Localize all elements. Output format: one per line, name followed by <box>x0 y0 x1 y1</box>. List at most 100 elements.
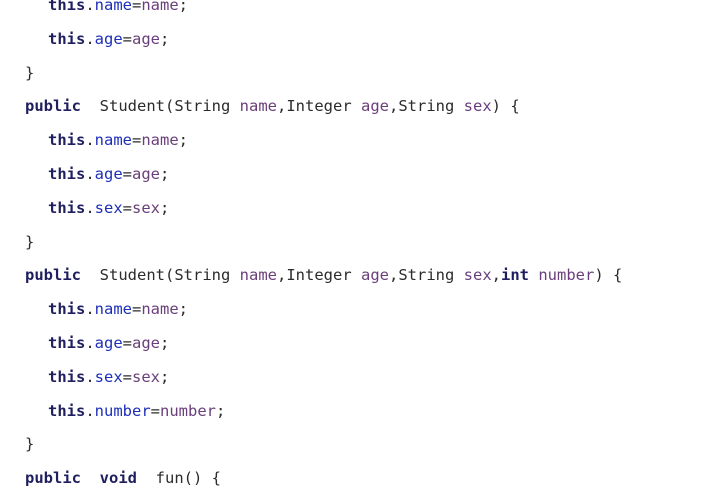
code-text: } <box>25 63 35 82</box>
code-text: , <box>388 266 399 285</box>
code-parameter: sex <box>463 97 492 116</box>
code-text: . <box>85 29 95 48</box>
code-parameter: age <box>132 333 161 352</box>
code-text: , <box>276 266 287 285</box>
code-text: ; <box>178 131 189 150</box>
code-keyword: this <box>48 300 86 319</box>
code-lines: this.name=name;this.age=age;}public Stud… <box>0 0 622 491</box>
code-field: name <box>94 0 132 14</box>
code-keyword: this <box>48 29 86 48</box>
code-text: ; <box>178 300 189 319</box>
code-text: . <box>85 0 95 14</box>
code-line: this.name=name; <box>0 0 622 23</box>
code-line: this.name=name; <box>0 124 622 158</box>
code-text: = <box>122 367 133 386</box>
code-parameter: sex <box>463 266 492 285</box>
code-text: ; <box>160 29 170 48</box>
code-parameter: number <box>160 401 217 420</box>
code-parameter: name <box>239 266 277 285</box>
code-text: . <box>85 131 95 150</box>
code-type: Integer <box>286 266 361 285</box>
code-text: = <box>132 300 142 319</box>
code-text: = <box>132 0 142 14</box>
code-method-name: Student( <box>81 266 175 285</box>
code-parameter: age <box>360 266 389 285</box>
code-text: . <box>85 367 95 386</box>
code-keyword: this <box>48 164 86 183</box>
code-keyword: this <box>48 131 86 150</box>
code-line: } <box>0 57 622 91</box>
code-field: name <box>94 300 132 319</box>
code-field: name <box>94 131 132 150</box>
code-text: = <box>122 198 133 217</box>
code-keyword: this <box>48 198 86 217</box>
code-keyword: this <box>48 333 86 352</box>
code-text <box>81 469 100 487</box>
code-parameter: name <box>141 300 179 319</box>
code-line: this.name=name; <box>0 293 622 327</box>
code-parameter: sex <box>132 198 161 217</box>
code-keyword: void <box>99 469 137 488</box>
code-parameter: name <box>141 0 179 14</box>
code-text: . <box>85 401 95 420</box>
code-line: public void fun() { <box>0 462 622 491</box>
code-text: . <box>85 300 95 319</box>
code-line: this.age=age; <box>0 158 622 192</box>
code-type: String <box>398 266 464 285</box>
code-field: age <box>94 29 123 48</box>
code-keyword: public <box>25 266 81 285</box>
code-field: age <box>94 164 123 183</box>
code-parameter: age <box>132 164 161 183</box>
code-text: = <box>132 131 142 150</box>
code-line: } <box>0 428 622 462</box>
code-type: String <box>398 97 464 116</box>
code-text: , <box>276 97 287 116</box>
code-parameter: name <box>239 97 277 116</box>
code-text: ; <box>216 401 226 420</box>
code-text: ; <box>160 333 170 352</box>
code-type: String <box>174 266 240 285</box>
code-text: ) { <box>491 97 520 116</box>
code-field: age <box>94 333 123 352</box>
code-method-name: Student( <box>81 97 175 116</box>
code-text: } <box>25 435 35 454</box>
code-text: , <box>491 266 501 285</box>
code-parameter: sex <box>132 367 161 386</box>
code-text: ; <box>178 0 189 14</box>
code-text: ; <box>160 367 170 386</box>
code-line: this.number=number; <box>0 395 622 429</box>
code-line: this.age=age; <box>0 23 622 57</box>
code-type: Integer <box>286 97 361 116</box>
code-line: this.sex=sex; <box>0 192 622 226</box>
code-text: . <box>85 164 95 183</box>
code-keyword: public <box>25 97 81 116</box>
code-parameter: age <box>132 29 161 48</box>
code-line: public Student(String name,Integer age,S… <box>0 90 622 124</box>
code-text <box>529 266 538 284</box>
code-text: . <box>85 333 95 352</box>
code-method-name: fun() { <box>137 469 221 488</box>
code-keyword: public <box>25 469 81 488</box>
code-keyword: this <box>48 0 86 14</box>
code-line: this.sex=sex; <box>0 361 622 395</box>
code-text: , <box>388 97 399 116</box>
code-line: public Student(String name,Integer age,S… <box>0 259 622 293</box>
code-keyword: int <box>501 266 529 285</box>
code-parameter: name <box>141 131 179 150</box>
code-type: String <box>174 97 240 116</box>
code-text: = <box>122 164 133 183</box>
code-text: ; <box>160 164 170 183</box>
code-text: = <box>122 29 133 48</box>
code-parameter: age <box>360 97 389 116</box>
code-line: } <box>0 226 622 260</box>
code-text: ) { <box>594 266 623 285</box>
code-text: = <box>122 333 133 352</box>
code-text: } <box>25 232 35 251</box>
code-field: sex <box>94 367 123 386</box>
code-line: this.age=age; <box>0 327 622 361</box>
code-text: = <box>150 401 161 420</box>
code-text: ; <box>160 198 170 217</box>
code-keyword: this <box>48 367 86 386</box>
code-parameter: number <box>538 266 595 285</box>
